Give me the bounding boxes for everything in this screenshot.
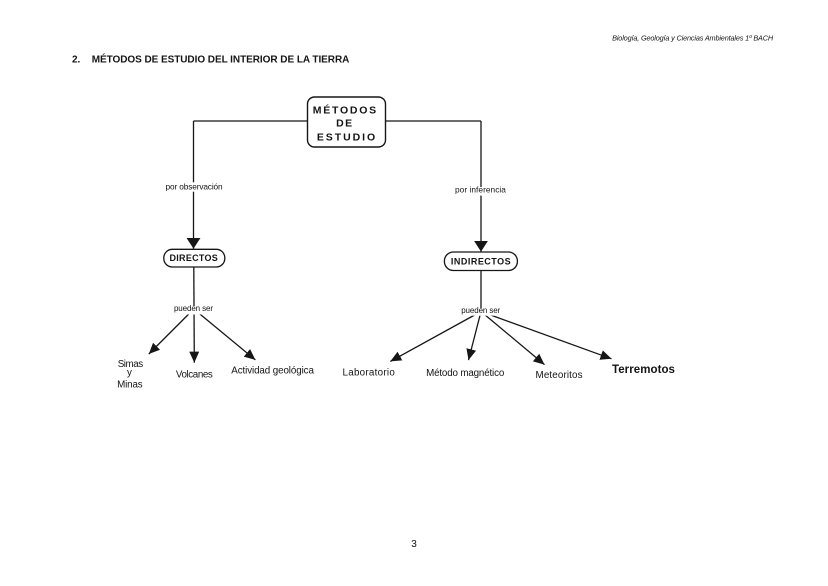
svg-text:por inferencia: por inferencia bbox=[455, 185, 506, 195]
svg-text:MÉTODOS DE ESTUDIO DEL INTERIO: MÉTODOS DE ESTUDIO DEL INTERIOR DE LA TI… bbox=[92, 53, 350, 66]
svg-text:ESTUDIO: ESTUDIO bbox=[317, 131, 377, 143]
svg-text:y: y bbox=[127, 368, 132, 379]
svg-text:Simas: Simas bbox=[118, 359, 144, 370]
svg-text:DE: DE bbox=[336, 118, 354, 130]
svg-text:DIRECTOS: DIRECTOS bbox=[170, 253, 219, 263]
svg-text:Método magnético: Método magnético bbox=[426, 368, 505, 379]
svg-text:MÉTODOS: MÉTODOS bbox=[313, 103, 378, 116]
svg-text:3: 3 bbox=[411, 539, 417, 550]
svg-text:Meteoritos: Meteoritos bbox=[536, 370, 583, 381]
svg-text:Minas: Minas bbox=[117, 380, 143, 391]
svg-text:Actividad geológica: Actividad geológica bbox=[231, 366, 314, 377]
svg-text:pueden ser: pueden ser bbox=[174, 304, 213, 313]
svg-text:Laboratorio: Laboratorio bbox=[343, 368, 396, 379]
svg-text:pueden ser: pueden ser bbox=[461, 306, 500, 315]
svg-text:INDIRECTOS: INDIRECTOS bbox=[451, 256, 511, 266]
svg-text:2.: 2. bbox=[72, 55, 81, 66]
svg-text:Terremotos: Terremotos bbox=[612, 364, 675, 376]
svg-text:Volcanes: Volcanes bbox=[176, 370, 213, 381]
svg-text:Biología, Geología y Ciencias: Biología, Geología y Ciencias Ambientale… bbox=[612, 33, 774, 42]
svg-text:por observación: por observación bbox=[166, 181, 223, 191]
